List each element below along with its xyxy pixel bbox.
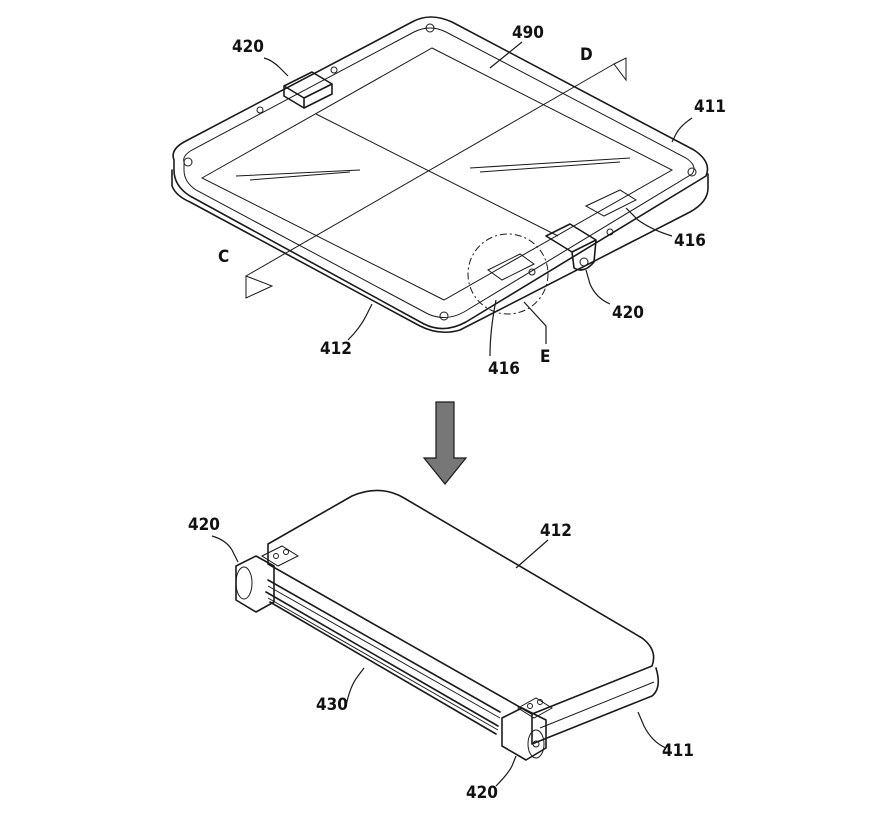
folded-device	[235, 489, 660, 761]
latch-right	[584, 189, 638, 217]
label-412-bottom: 412	[540, 521, 572, 541]
unfolded-inner-rim	[183, 27, 695, 318]
label-416-right: 416	[674, 231, 706, 251]
leader-430	[345, 667, 365, 707]
label-412-top: 412	[320, 339, 352, 359]
leader-420-top-left	[263, 57, 289, 77]
display-panel	[200, 47, 674, 301]
label-420-bottom-top: 420	[188, 515, 220, 535]
label-411-bottom: 411	[662, 741, 694, 761]
folded-housing-top	[267, 489, 655, 715]
leader-e	[523, 301, 547, 344]
label-420-top-left: 420	[232, 37, 264, 57]
hinge-bracket-top	[260, 545, 300, 567]
unfolded-housing-outline	[172, 16, 709, 330]
top-hinge-right	[545, 223, 597, 271]
leader-416-right	[625, 207, 673, 237]
top-hinge-left	[283, 71, 333, 109]
flex-cable-inner	[267, 585, 501, 731]
label-c: C	[218, 247, 229, 267]
label-420-right: 420	[612, 303, 644, 323]
screw-hole	[687, 167, 697, 177]
hinge-screw	[283, 549, 289, 555]
folded-hinge-top	[235, 555, 275, 613]
leader-490	[489, 41, 523, 69]
label-d: D	[580, 45, 593, 65]
hinge-pin	[532, 740, 540, 748]
screw-hole	[606, 228, 614, 236]
latch-bottom	[487, 253, 535, 281]
screw-hole	[425, 23, 435, 33]
folded-hinge-bottom-end	[527, 729, 545, 759]
label-411-top: 411	[694, 97, 726, 117]
label-e: E	[540, 347, 550, 367]
section-arrow-d	[613, 57, 627, 82]
leader-420-right	[585, 269, 611, 305]
screw-hole	[330, 66, 338, 74]
panel-reflection-right	[469, 157, 631, 173]
screw-hole	[183, 157, 193, 167]
leader-416-bottom	[489, 299, 497, 357]
flex-cable	[265, 579, 501, 735]
leader-412-bottom	[515, 539, 549, 569]
leader-420-bottom-top	[211, 535, 239, 563]
label-430: 430	[316, 695, 348, 715]
unfolded-device	[171, 16, 709, 334]
label-490: 490	[512, 23, 544, 43]
panel-reflection-left	[235, 169, 361, 181]
leader-412-top	[347, 303, 373, 341]
leader-411-top	[671, 117, 693, 143]
fold-line	[315, 113, 559, 237]
screw-hole	[439, 311, 449, 321]
hinge-bracket-bottom	[517, 697, 553, 719]
detail-circle-e	[467, 233, 549, 315]
housing-seam	[539, 681, 655, 729]
screw-hole	[256, 106, 264, 114]
hinge-pin	[579, 257, 589, 267]
screw-hole	[528, 268, 536, 276]
leader-411-bottom	[637, 711, 667, 749]
folded-hinge-top-end	[235, 566, 253, 600]
section-line-cd	[245, 63, 615, 277]
label-416-bottom: 416	[488, 359, 520, 379]
hinge-screw	[273, 553, 279, 559]
hinge-screw	[537, 699, 543, 705]
fold-arrow	[422, 401, 468, 485]
folded-hinge-bottom	[501, 707, 547, 761]
section-arrow-c	[245, 275, 274, 299]
label-420-bottom: 420	[466, 783, 498, 803]
unfolded-housing-side	[171, 169, 709, 334]
folded-housing-bottom	[531, 667, 660, 745]
hinge-screw	[527, 703, 533, 709]
leader-420-bottom	[495, 755, 517, 787]
